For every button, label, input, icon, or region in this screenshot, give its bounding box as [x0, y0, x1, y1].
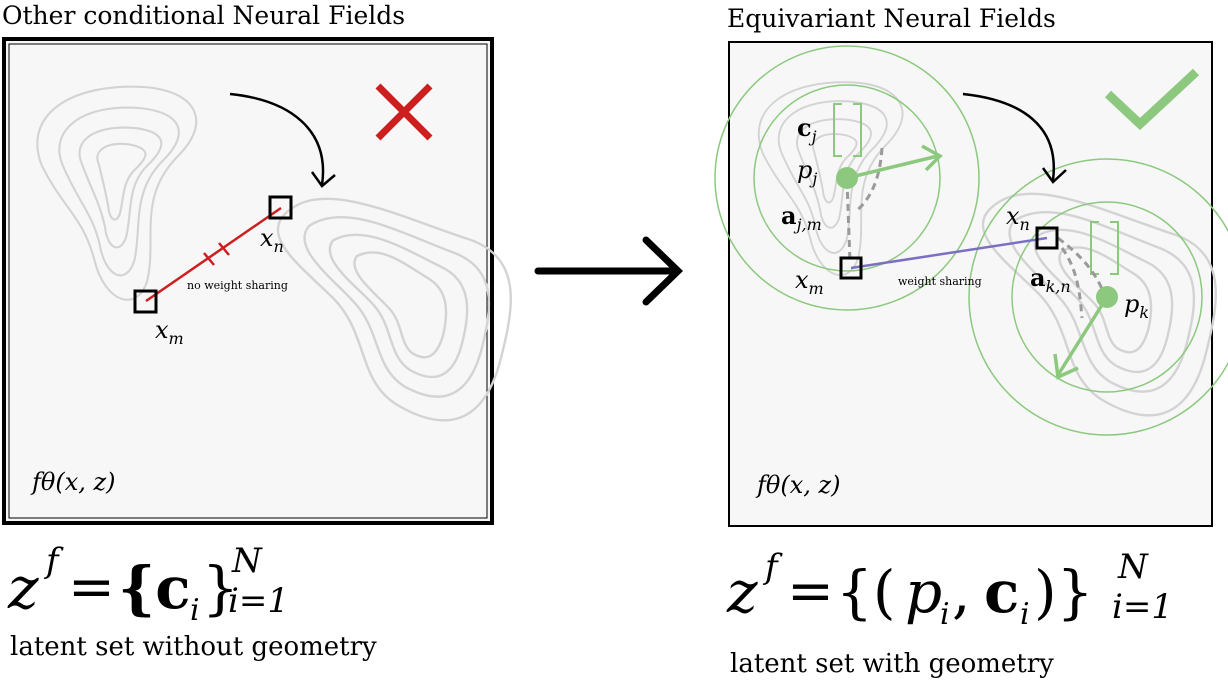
a-jm-label: aj,m [781, 201, 822, 234]
svg-text:N: N [1117, 547, 1149, 587]
left-link-caption: no weight sharing [187, 279, 288, 292]
relative-position-dashes [845, 147, 1107, 319]
left-panel-title: Other conditional Neural Fields [2, 1, 405, 30]
left-function-label: fθ(x, z) [30, 468, 116, 496]
svg-text:p: p [905, 558, 942, 626]
svg-text:N: N [231, 541, 263, 581]
cross-icon [375, 83, 433, 141]
x-n-label: xn [1006, 202, 1030, 234]
svg-text:=: = [787, 559, 834, 624]
svg-text:)}: )} [1034, 558, 1094, 626]
svg-text:{(: {( [836, 558, 896, 626]
svg-text:i=1: i=1 [1112, 587, 1173, 627]
svg-text:i: i [190, 593, 200, 628]
transition-arrow-icon [534, 236, 684, 306]
svg-text:f: f [43, 541, 64, 581]
p-k-orientation-arrow-icon [1053, 353, 1079, 380]
svg-text:=: = [68, 555, 115, 620]
x-m-label: xm [795, 266, 824, 298]
left-panel: xm xn no weight sharing fθ(x, z) [2, 37, 512, 525]
right-panel-frame [728, 41, 1213, 527]
left-transform-arrow [229, 92, 325, 186]
p-j-orientation-arrow-icon [921, 144, 943, 172]
weight-sharing-line [850, 236, 1048, 270]
point-x-m-marker [133, 289, 158, 314]
svg-text:c: c [984, 558, 1019, 626]
p-k-label: pk [1124, 290, 1149, 322]
svg-text:z: z [726, 558, 758, 626]
right-formula: z f = {( p i , c i )} N i=1 [726, 547, 1173, 632]
point-x-n-marker [268, 195, 293, 220]
right-transform-arrow [962, 92, 1056, 181]
left-formula: z f = {c i } N i=1 [7, 541, 289, 628]
left-caption: latent set without geometry [10, 632, 377, 662]
svg-text:i=1: i=1 [228, 581, 289, 621]
right-caption: latent set with geometry [730, 649, 1054, 679]
svg-text:{c: {c [118, 554, 191, 622]
point-x-m-marker-right [839, 256, 863, 280]
right-function-label: fθ(x, z) [755, 471, 841, 499]
receptive-field-circles [714, 45, 1228, 436]
p-j-label: pj [797, 156, 817, 188]
right-panel-title: Equivariant Neural Fields [727, 4, 1056, 33]
svg-text:f: f [762, 547, 783, 587]
c-j-label: cj [797, 113, 817, 146]
svg-text:}: } [202, 554, 239, 622]
svg-text:z: z [7, 554, 39, 622]
point-x-n-marker-right [1035, 226, 1059, 250]
right-link-caption: weight sharing [898, 275, 982, 288]
svg-text:,: , [952, 558, 970, 626]
right-panel: cj pj aj,m xm xn ak,n pk weight sharing … [714, 41, 1228, 527]
no-weight-sharing-line [145, 206, 282, 303]
check-icon [1104, 68, 1200, 131]
left-x-m-label: xm [155, 316, 184, 348]
a-kn-label: ak,n [1030, 263, 1071, 296]
c-j-vector-icon [833, 103, 862, 157]
svg-text:i: i [940, 597, 950, 632]
svg-text:i: i [1020, 597, 1030, 632]
left-x-n-label: xn [260, 224, 284, 256]
